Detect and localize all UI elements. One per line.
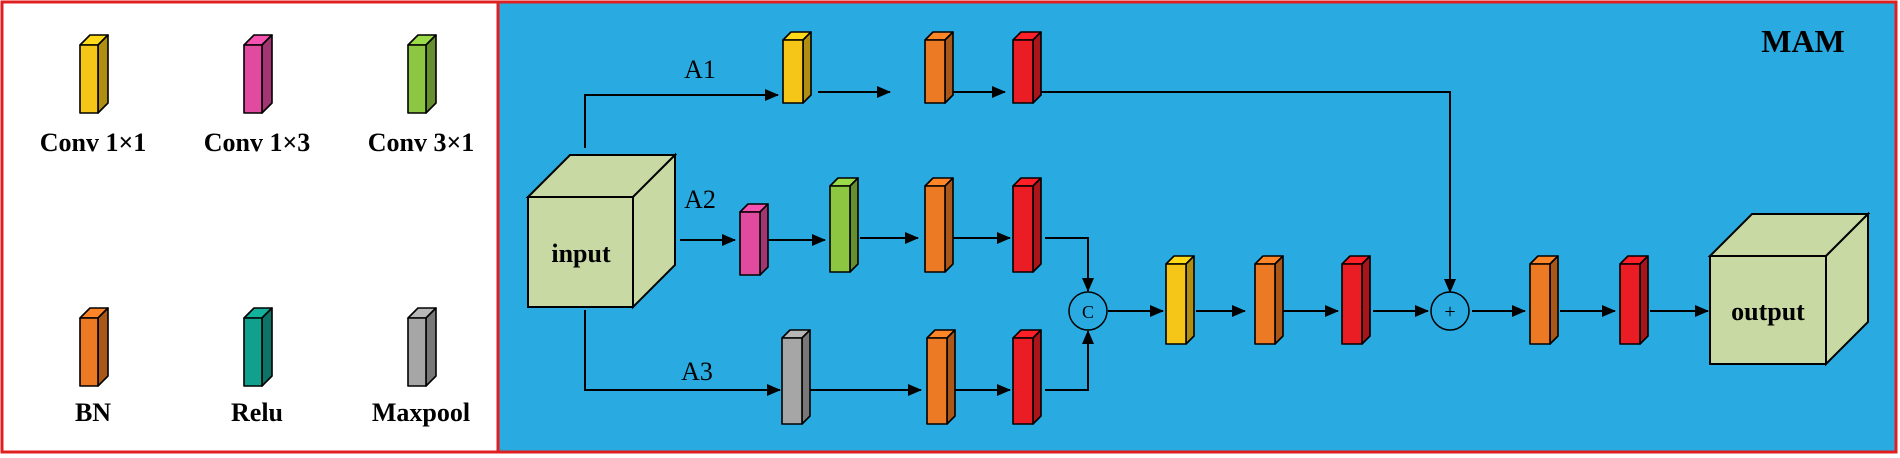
a2-bn-block xyxy=(924,177,954,273)
input-cube: input xyxy=(525,152,678,310)
legend-label-maxpool: Maxpool xyxy=(372,398,470,427)
a1-skip-line xyxy=(1040,91,1456,293)
legend-label-conv3x1: Conv 3×1 xyxy=(368,128,475,157)
branch-label-a2: A2 xyxy=(684,185,716,214)
add-symbol: + xyxy=(1444,301,1455,323)
merge-act-block xyxy=(1341,255,1371,345)
branch-label-a1: A1 xyxy=(684,55,716,84)
concat-node: C xyxy=(1068,291,1108,331)
a1-entry-line xyxy=(584,89,779,148)
a1-conv1x1-block xyxy=(782,31,812,104)
legend-label-conv1x3: Conv 1×3 xyxy=(204,128,311,157)
connectors xyxy=(584,86,1709,396)
a1-bn-block xyxy=(924,31,954,104)
merge-conv1x1-block xyxy=(1165,255,1195,345)
legend-labels: Conv 1×1 Conv 1×3 Conv 3×1 BN Relu Maxpo… xyxy=(40,128,475,427)
mam-panel xyxy=(496,0,1898,454)
module-blocks xyxy=(739,31,1649,425)
branch-label-a3: A3 xyxy=(681,357,713,386)
a2-act-block xyxy=(1012,177,1042,273)
legend-block-bn xyxy=(79,307,109,387)
output-cube: output xyxy=(1707,211,1871,367)
a2-to-concat xyxy=(1045,237,1094,292)
a3-bn-block xyxy=(926,329,956,425)
legend-blocks xyxy=(79,34,437,387)
input-label: input xyxy=(551,239,611,268)
legend-block-conv3x1 xyxy=(407,34,437,114)
a1-act-block xyxy=(1012,31,1042,104)
legend-label-conv1x1: Conv 1×1 xyxy=(40,128,147,157)
post-add-act-block xyxy=(1619,255,1649,345)
legend-block-maxpool xyxy=(407,307,437,387)
module-title: MAM xyxy=(1761,23,1845,59)
a3-act-block xyxy=(1012,329,1042,425)
a2-conv3x1-block xyxy=(829,177,859,273)
a3-to-concat xyxy=(1045,330,1094,391)
legend-block-relu xyxy=(243,307,273,387)
output-label: output xyxy=(1731,297,1805,326)
legend-label-bn: BN xyxy=(75,398,111,427)
legend-block-conv1x1 xyxy=(79,34,109,114)
a3-maxpool-block xyxy=(781,329,811,425)
concat-symbol: C xyxy=(1082,302,1094,322)
legend-label-relu: Relu xyxy=(231,398,283,427)
a3-entry-line xyxy=(584,310,781,396)
legend-block-conv1x3 xyxy=(243,34,273,114)
post-add-bn-block xyxy=(1529,255,1559,345)
add-node: + xyxy=(1430,291,1470,331)
merge-bn-block xyxy=(1254,255,1284,345)
a2-conv1x3-block xyxy=(739,203,769,276)
